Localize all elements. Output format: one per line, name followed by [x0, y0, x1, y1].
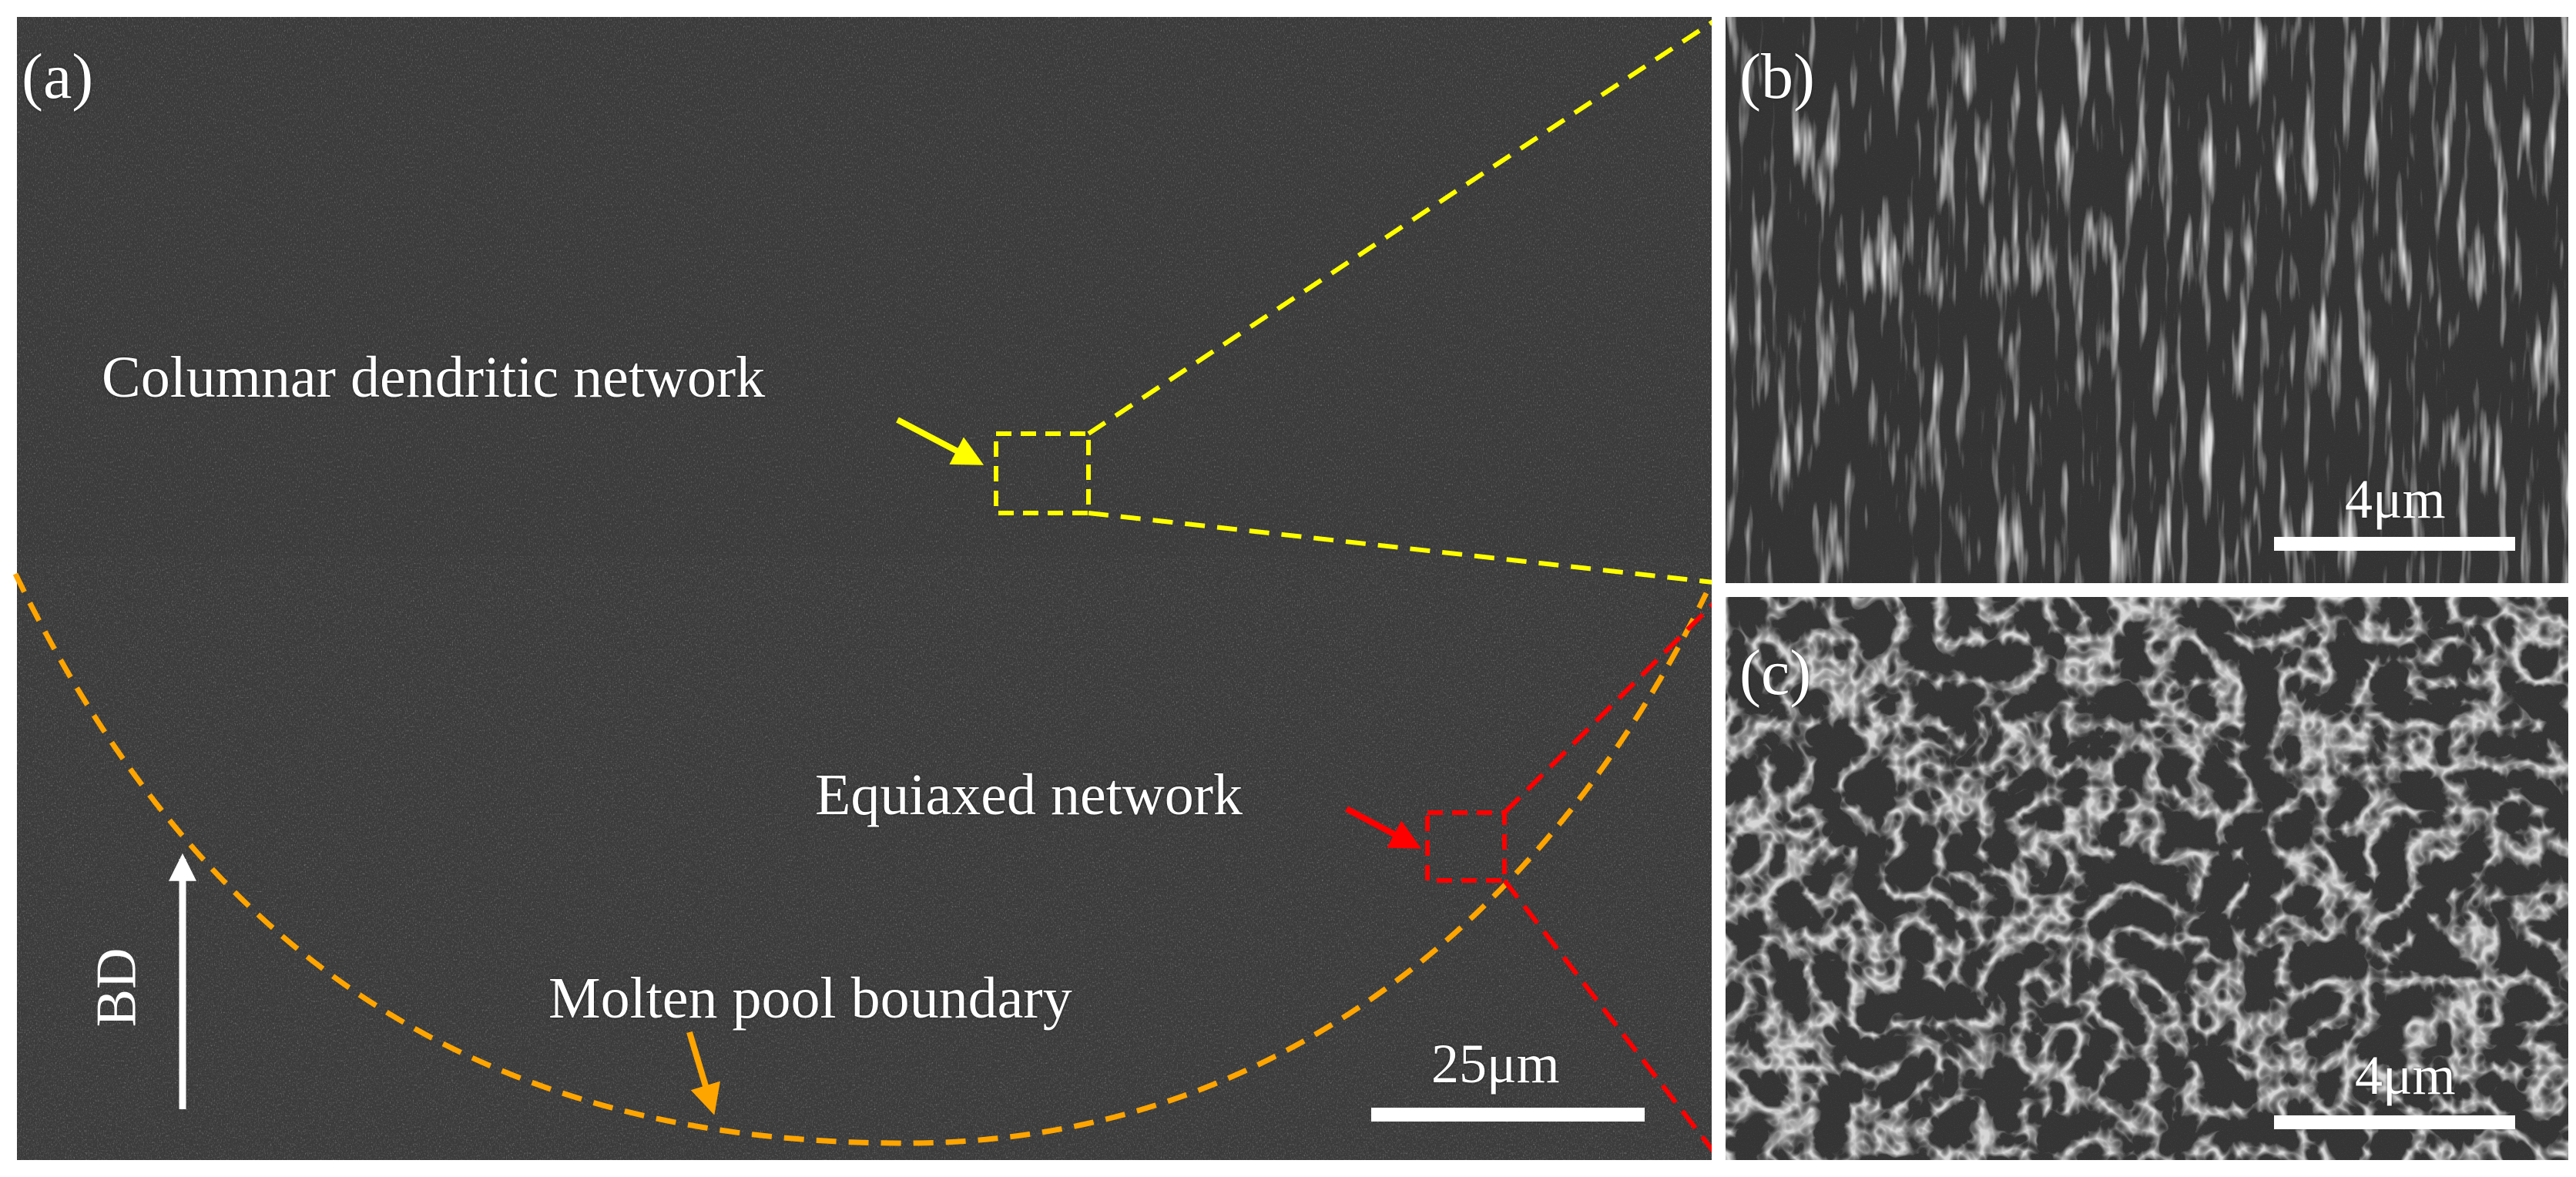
panel-b-letter: (b) — [1739, 41, 1815, 112]
equiaxed-label: Equiaxed network — [815, 763, 1243, 827]
panel-c-texture — [1726, 597, 2568, 1160]
panel-c-letter: (c) — [1739, 637, 1812, 709]
panel-c-scale-bar — [2274, 1115, 2515, 1129]
panel-a-letter: (a) — [22, 41, 94, 112]
panel-divider-vertical — [1712, 0, 1726, 1177]
panel-a-scale-label: 25μm — [1431, 1033, 1560, 1095]
panel-b-scale-label: 4μm — [2345, 468, 2446, 530]
build-direction-label: BD — [85, 947, 149, 1028]
panel-c-scale-label: 4μm — [2355, 1045, 2456, 1106]
panel-a-scale-bar — [1371, 1108, 1645, 1122]
panel-divider-horizontal — [1726, 583, 2576, 597]
boundary-label: Molten pool boundary — [548, 966, 1072, 1031]
panel-b-micrograph — [1726, 17, 2568, 583]
columnar-label: Columnar dendritic network — [102, 345, 766, 410]
panel-b-texture — [1726, 17, 2568, 583]
panel-b-scale-bar — [2274, 537, 2515, 551]
panel-c-micrograph — [1726, 597, 2568, 1160]
